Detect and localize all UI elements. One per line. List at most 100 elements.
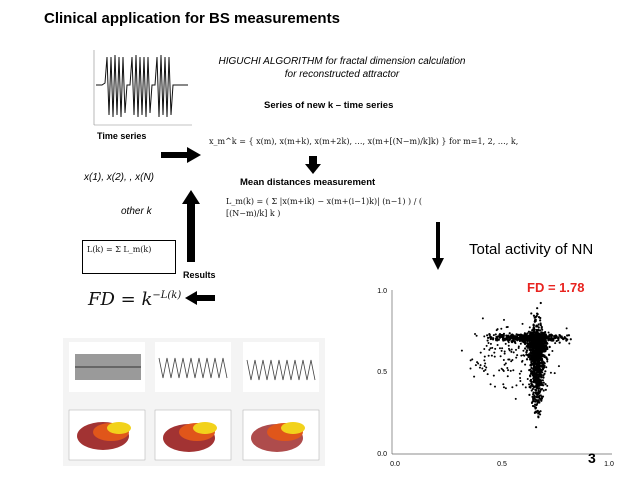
- scatter-point: [525, 353, 528, 356]
- time-series-label: Time series: [97, 131, 147, 141]
- scatter-point: [504, 387, 507, 390]
- scatter-points: [460, 301, 572, 429]
- scatter-point: [535, 403, 539, 406]
- scatter-point: [540, 355, 543, 358]
- scatter-point: [557, 339, 560, 342]
- scatter-point: [483, 355, 486, 358]
- scatter-point: [526, 342, 529, 345]
- scatter-point: [511, 335, 514, 338]
- scatter-point: [530, 401, 534, 405]
- scatter-point: [460, 349, 463, 352]
- scatter-point: [542, 332, 545, 335]
- scatter-point: [541, 328, 544, 331]
- scatter-point: [534, 381, 537, 384]
- scatter-point: [494, 333, 497, 336]
- scatter-point: [542, 350, 545, 353]
- scatter-point: [522, 354, 525, 357]
- scatter-point: [535, 341, 539, 344]
- scatter-point: [489, 342, 492, 345]
- time-series-plot: [93, 50, 192, 126]
- scatter-point: [511, 386, 514, 389]
- scatter-point: [535, 324, 538, 327]
- arrow-left-icon: [185, 291, 215, 305]
- scatter-point: [494, 347, 497, 350]
- scatter-point: [500, 349, 503, 352]
- scatter-point: [541, 367, 545, 370]
- scatter-point: [526, 346, 529, 349]
- time-series-waveform: [96, 54, 188, 118]
- scatter-point: [492, 334, 495, 337]
- scatter-point: [535, 386, 538, 389]
- scatter-point: [558, 341, 561, 344]
- mean-distances-label: Mean distances measurement: [240, 177, 376, 188]
- scatter-point: [533, 397, 536, 400]
- scatter-point: [523, 342, 527, 346]
- scatter-point: [539, 322, 542, 325]
- x-sequence-label: x(1), x(2), , x(N): [84, 172, 154, 183]
- scatter-point: [532, 327, 535, 330]
- scatter-point: [533, 369, 536, 373]
- scatter-point: [538, 373, 541, 376]
- scatter-point: [540, 361, 543, 364]
- scatter-point: [540, 349, 543, 352]
- scatter-point: [528, 339, 531, 343]
- scatter-point: [536, 350, 539, 353]
- scatter-point: [546, 384, 549, 387]
- scatter-point: [498, 333, 502, 336]
- scatter-point: [502, 383, 505, 386]
- scatter-point: [533, 411, 536, 414]
- scatter-point: [515, 384, 518, 387]
- arrow-up-icon: [182, 190, 200, 262]
- scatter-point: [493, 355, 496, 358]
- scatter-point: [508, 339, 511, 342]
- scatter-point: [531, 395, 534, 398]
- scatter-point: [506, 367, 509, 370]
- scatter-point: [507, 369, 510, 372]
- scatter-point: [526, 378, 529, 381]
- scatter-point: [520, 370, 523, 373]
- xm-formula: x_m^k = { x(m), x(m+k), x(m+2k), …, x(m+…: [209, 137, 519, 146]
- scatter-point: [529, 374, 532, 377]
- scatter-point: [523, 332, 526, 335]
- scatter-point: [539, 358, 542, 361]
- scatter-point: [511, 339, 515, 342]
- scatter-point: [554, 336, 557, 340]
- scatter-point: [527, 337, 531, 340]
- scatter-point: [539, 301, 542, 305]
- scatter-point: [546, 337, 549, 340]
- scatter-point: [487, 354, 490, 357]
- scatter-point: [493, 351, 496, 354]
- scatter-point: [531, 404, 535, 408]
- scatter-point: [476, 361, 479, 364]
- scatter-point: [534, 337, 537, 340]
- scatter-point: [537, 359, 540, 363]
- scatter-point: [516, 354, 519, 357]
- scatter-point: [528, 353, 531, 357]
- scatter-point: [507, 344, 510, 347]
- scatter-point: [532, 391, 535, 394]
- scatter-point: [537, 326, 540, 329]
- scatter-point: [540, 326, 543, 329]
- scatter-point: [547, 353, 551, 357]
- scatter-point: [530, 380, 533, 383]
- scatter-point: [540, 338, 543, 341]
- scatter-point: [535, 332, 538, 336]
- scatter-point: [483, 364, 486, 367]
- scatter-point: [493, 385, 496, 388]
- scatter-point: [501, 334, 504, 337]
- scatter-point: [542, 376, 545, 379]
- scatter-point: [536, 371, 540, 374]
- scatter-point: [520, 354, 523, 357]
- scatter-point: [505, 326, 508, 329]
- scatter-point: [500, 327, 503, 330]
- scatter-point: [553, 372, 556, 375]
- scatter-point: [506, 375, 509, 378]
- scatter-point: [535, 395, 539, 399]
- scatter-point: [496, 337, 499, 340]
- scatter-point: [541, 346, 544, 350]
- scatter-point: [534, 406, 538, 409]
- scatter-point: [502, 339, 505, 342]
- scatter-point: [534, 389, 538, 392]
- scatter-point: [512, 369, 515, 372]
- higuchi-line-2: for reconstructed attractor: [284, 69, 400, 80]
